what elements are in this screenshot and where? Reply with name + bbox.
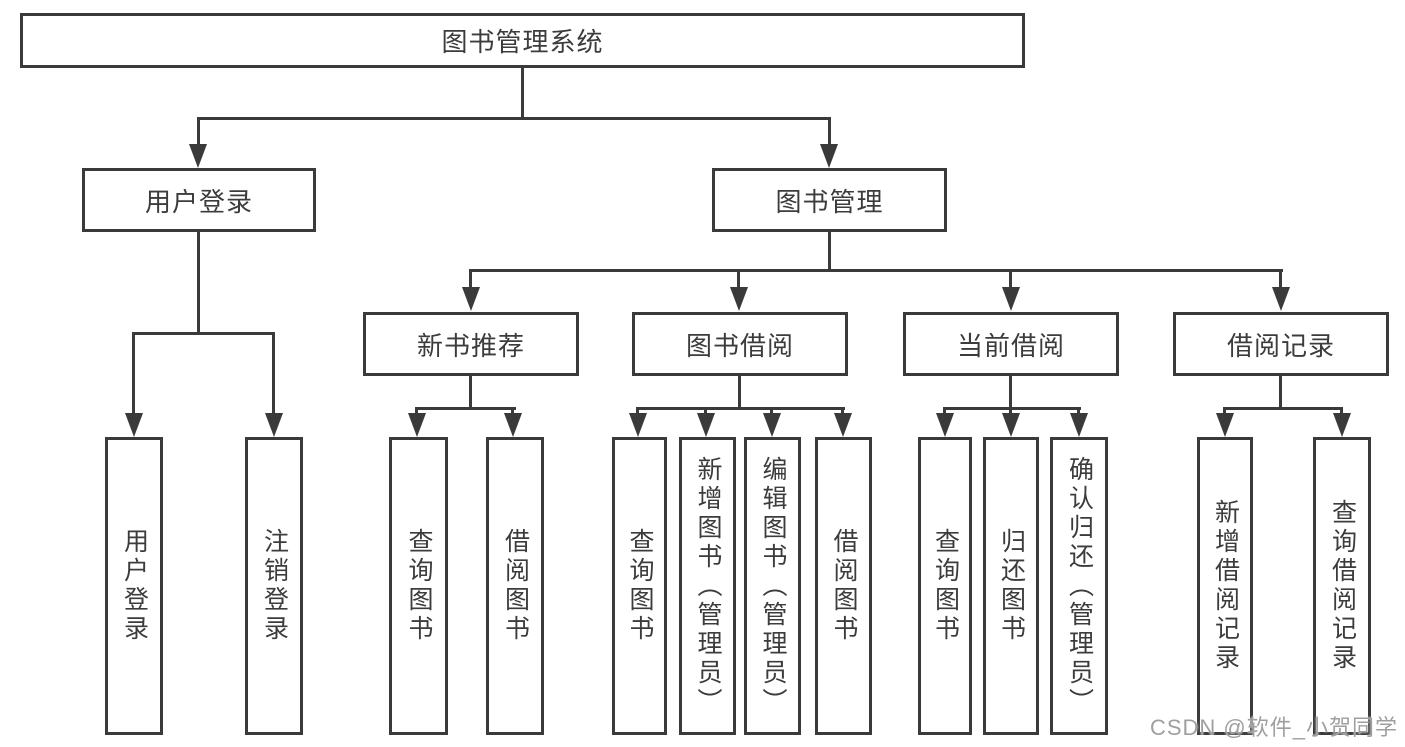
node-book-management: 图书管理: [712, 168, 947, 232]
arrow-down-icon: [629, 413, 647, 437]
arrow-down-icon: [763, 413, 781, 437]
connector-book-management-rail: [469, 269, 1283, 272]
arrow-down-icon: [936, 413, 954, 437]
connector-records-rail: [1223, 407, 1343, 410]
connector-borrow-rail: [636, 407, 845, 410]
leaf-recommend-query-books: 查询图书: [389, 437, 448, 735]
arrow-down-icon: [834, 413, 852, 437]
arrow-down-icon: [697, 413, 715, 437]
arrow-down-icon: [1333, 413, 1351, 437]
connector-drop: [415, 407, 418, 416]
leaf-current-return-books: 归还图书: [983, 437, 1039, 735]
connector-drop: [1223, 407, 1226, 416]
connector-drop-leaf-logout: [272, 332, 275, 416]
arrow-down-icon: [189, 144, 207, 168]
node-library-management-system: 图书管理系统: [20, 13, 1025, 68]
arrow-down-icon: [504, 413, 522, 437]
csdn-watermark: CSDN @软件_小贺同学: [1149, 715, 1398, 740]
arrow-down-icon: [1002, 413, 1020, 437]
leaf-borrow-edit-books-admin: 编辑图书（管理员）: [744, 437, 801, 735]
arrow-down-icon: [125, 413, 143, 437]
connector-drop-book-borrow: [737, 269, 740, 291]
arrow-down-icon: [1216, 413, 1234, 437]
leaf-borrow-add-books-admin: 新增图书（管理员）: [679, 437, 736, 735]
arrow-down-icon: [265, 413, 283, 437]
connector-drop-user-login: [197, 117, 200, 147]
connector-drop-current-borrow: [1009, 269, 1012, 291]
leaf-user-login: 用户登录: [105, 437, 163, 735]
leaf-borrow-borrow-books: 借阅图书: [815, 437, 872, 735]
connector-drop: [1009, 407, 1012, 416]
node-new-book-recommend: 新书推荐: [363, 312, 579, 376]
connector-drop-new-book-recommend: [469, 269, 472, 291]
leaf-records-query-borrow-record: 查询借阅记录: [1313, 437, 1371, 735]
connector-drop: [511, 407, 514, 416]
connector-drop-leaf-user-login: [132, 332, 135, 416]
connector-user-login-rail: [132, 332, 275, 335]
node-user-login: 用户登录: [82, 168, 316, 232]
arrow-down-icon: [462, 287, 480, 311]
arrow-down-icon: [820, 144, 838, 168]
leaf-current-confirm-return-admin: 确认归还（管理员）: [1050, 437, 1108, 735]
leaf-borrow-query-books: 查询图书: [612, 437, 667, 735]
node-borrow-records: 借阅记录: [1173, 312, 1389, 376]
arrow-down-icon: [1002, 287, 1020, 311]
connector-drop: [636, 407, 639, 416]
node-book-borrow: 图书借阅: [632, 312, 848, 376]
connector-drop-borrow-records: [1279, 269, 1282, 291]
leaf-recommend-borrow-books: 借阅图书: [486, 437, 544, 735]
connector-recommend-rail: [415, 407, 516, 410]
connector-drop: [770, 407, 773, 416]
connector-book-management-stem: [828, 232, 831, 272]
node-current-borrow: 当前借阅: [903, 312, 1119, 376]
connector-borrow-stem: [738, 376, 741, 410]
connector-records-stem: [1279, 376, 1282, 410]
leaf-current-query-books: 查询图书: [918, 437, 972, 735]
leaf-logout-login: 注销登录: [245, 437, 303, 735]
connector-drop: [704, 407, 707, 416]
connector-drop: [841, 407, 844, 416]
arrow-down-icon: [1272, 287, 1290, 311]
connector-root-stem: [521, 68, 524, 120]
connector-drop: [1340, 407, 1343, 416]
connector-current-rail: [943, 407, 1081, 410]
connector-drop-book-management: [828, 117, 831, 147]
leaf-records-add-borrow-record: 新增借阅记录: [1197, 437, 1253, 735]
arrow-down-icon: [730, 287, 748, 311]
arrow-down-icon: [408, 413, 426, 437]
connector-root-rail: [197, 117, 831, 120]
connector-drop: [1077, 407, 1080, 416]
arrow-down-icon: [1070, 413, 1088, 437]
connector-current-stem: [1009, 376, 1012, 410]
connector-recommend-stem: [469, 376, 472, 410]
connector-drop: [943, 407, 946, 416]
connector-user-login-stem: [197, 232, 200, 335]
